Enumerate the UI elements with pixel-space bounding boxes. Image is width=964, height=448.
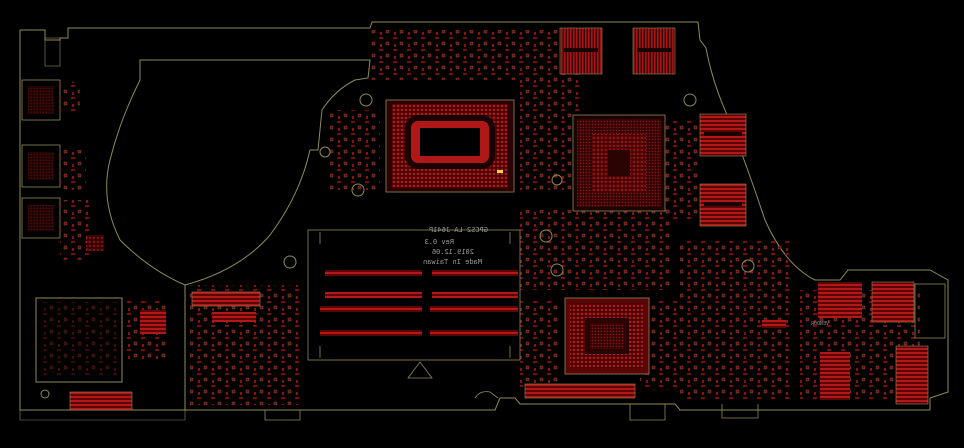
board-model-label: GPCS2 LA-J641P xyxy=(429,226,488,234)
dimm-slots xyxy=(307,229,521,379)
scatter-components xyxy=(190,30,920,405)
board-origin-label: Made In Taiwan xyxy=(423,258,482,266)
gpu-package xyxy=(572,114,666,212)
vram-chips-right xyxy=(699,113,747,227)
cpu-package xyxy=(385,99,515,193)
mounting-holes xyxy=(40,93,755,399)
board-date-label: 2019.12.06 xyxy=(432,248,474,256)
vram-chips-top xyxy=(559,27,676,75)
connectors xyxy=(191,281,946,405)
board-silkscreen: GPCS2 LA-J641P Rev 0.3 2019.12.06 Made I… xyxy=(423,226,829,327)
left-io-connectors xyxy=(21,37,168,411)
board-revision-label: Rev 0.3 xyxy=(424,238,454,246)
vendor-label: VENDOR xyxy=(810,321,829,327)
pch-package xyxy=(564,297,650,375)
